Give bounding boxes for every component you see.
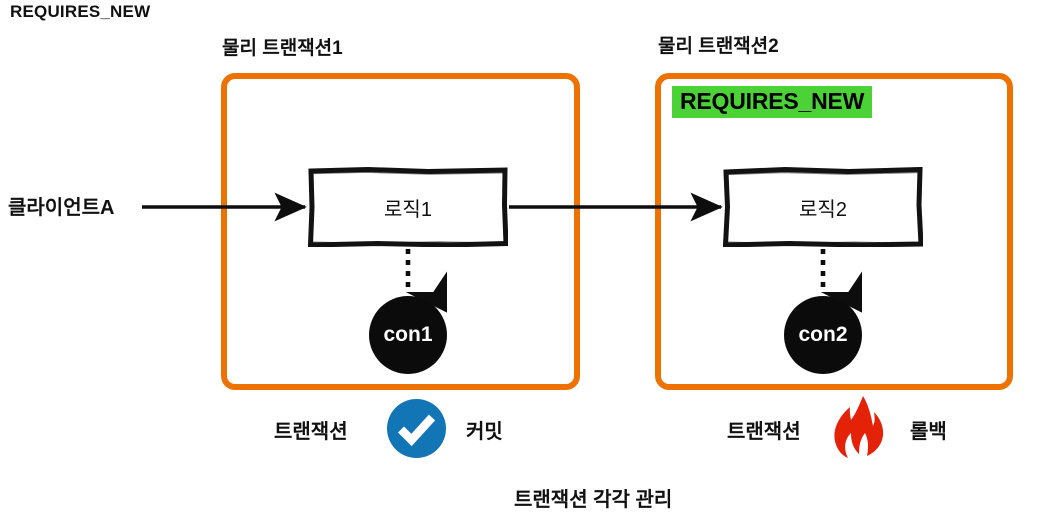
client-label: 클라이언트A <box>8 197 115 219</box>
sketch-rectangle-icon <box>308 167 508 247</box>
check-circle-icon <box>387 399 446 458</box>
physical-transaction-2-caption: 물리 트랜잭션2 <box>658 36 779 57</box>
connection-circle-1: con1 <box>369 296 447 374</box>
bottom-caption: 트랜잭션 각각 관리 <box>514 489 673 511</box>
flame-icon <box>834 396 884 458</box>
requires-new-badge: REQUIRES_NEW <box>672 86 873 119</box>
logic-box-2: 로직2 <box>723 167 923 247</box>
connection-circle-2-label: con2 <box>798 323 848 346</box>
transaction-2-status-prefix: 트랜잭션 <box>727 421 801 443</box>
connection-circle-2: con2 <box>784 296 862 374</box>
transaction-2-status-result: 롤백 <box>910 421 947 443</box>
physical-transaction-1-box <box>221 73 580 390</box>
logic-box-1-label: 로직1 <box>384 198 432 221</box>
transaction-1-status-prefix: 트랜잭션 <box>274 421 348 443</box>
connection-circle-1-label: con1 <box>383 323 433 346</box>
physical-transaction-1-caption: 물리 트랜잭션1 <box>222 38 343 59</box>
physical-transaction-2-box <box>655 73 1013 390</box>
check-mark-icon <box>397 414 436 447</box>
page-title: REQUIRES_NEW <box>10 2 151 21</box>
logic-box-2-label: 로직2 <box>799 198 847 221</box>
sketch-rectangle-icon <box>723 167 923 247</box>
logic-box-1: 로직1 <box>308 167 508 247</box>
transaction-1-status-result: 커밋 <box>466 421 503 443</box>
